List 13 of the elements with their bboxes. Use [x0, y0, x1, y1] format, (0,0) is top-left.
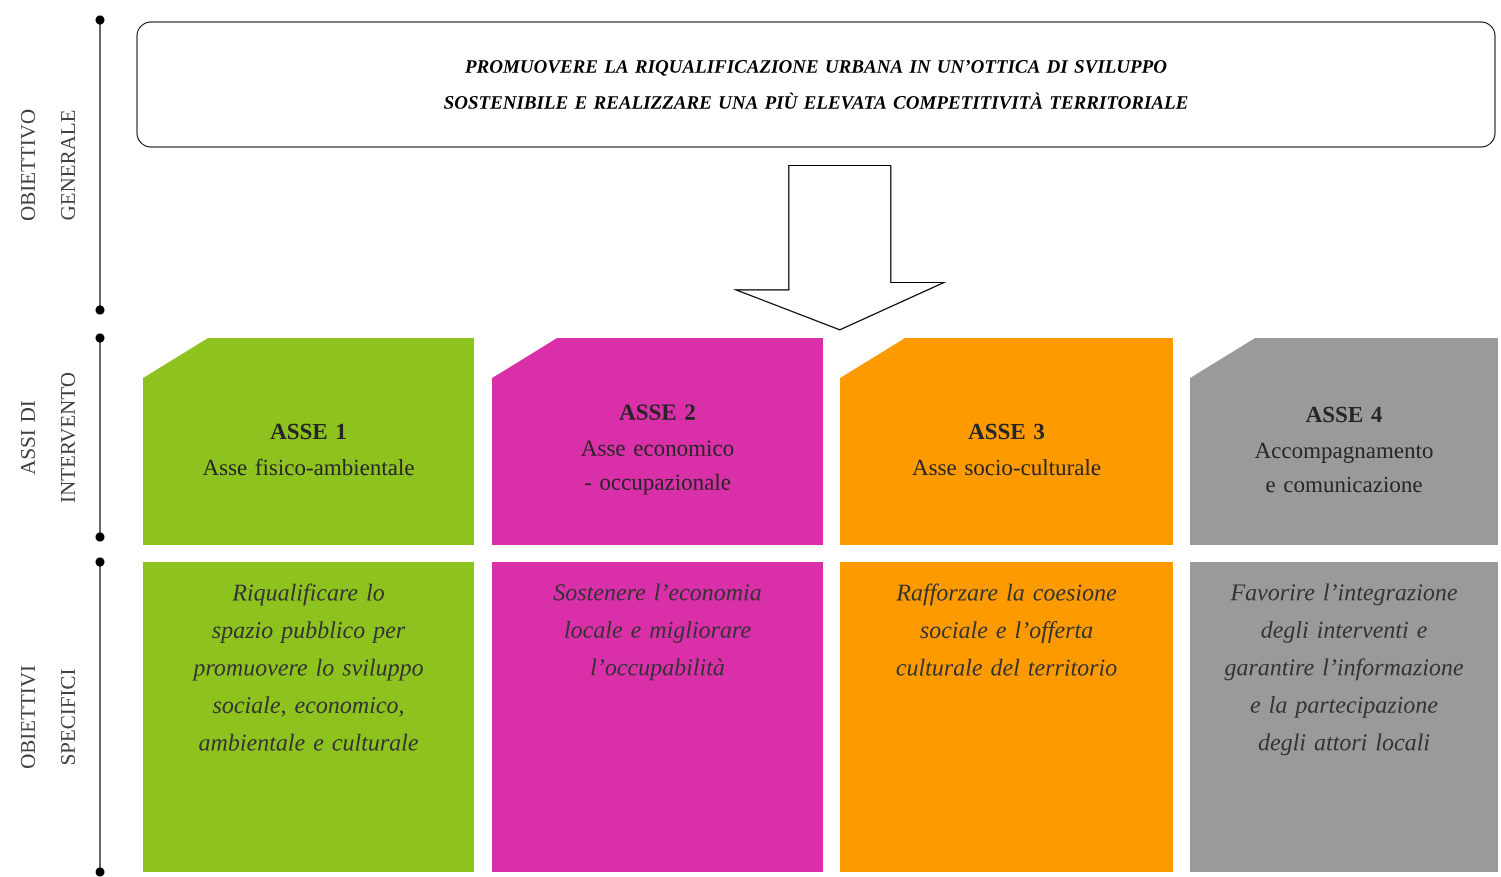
axis-box: ASSE 3 Asse socio-culturale: [840, 338, 1173, 545]
axis-box: ASSE 4 Accompagnamento e comunicazione: [1190, 338, 1498, 545]
block-arrow: [732, 164, 947, 331]
section-label: OBIETTIVO GENERALE: [20, 109, 76, 221]
objective-box: Rafforzare la coesione sociale e l’offerta culturale del territorio: [840, 562, 1173, 872]
axis-box: ASSE 2 Asse economico - occupazionale: [492, 338, 823, 545]
section-label: OBIETTIVI SPECIFICI: [20, 665, 76, 769]
objective-box: Favorire l’integrazione degli interventi e garantire l’informazione e la partecipazione degli attori locali: [1190, 562, 1498, 872]
objective-box: PROMUOVERE LA RIQUALIFICAZIONE URBANA IN UN’OTTICA DI SVILUPPO SOSTENIBILE E REALIZZARE UNA PIÙ ELEVATA COMPETITIVITÀ TERRITORIALE: [136, 21, 1496, 148]
objective-box: Sostenere l’economia locale e migliorare l’occupabilità: [492, 562, 823, 872]
axis-box: ASSE 1 Asse fisico-ambientale: [143, 338, 474, 545]
section-label: ASSI DI INTERVENTO: [20, 372, 76, 503]
objective-box: Riqualificare lo spazio pubblico per promuovere lo sviluppo sociale, economico, ambientale e culturale: [143, 562, 474, 872]
